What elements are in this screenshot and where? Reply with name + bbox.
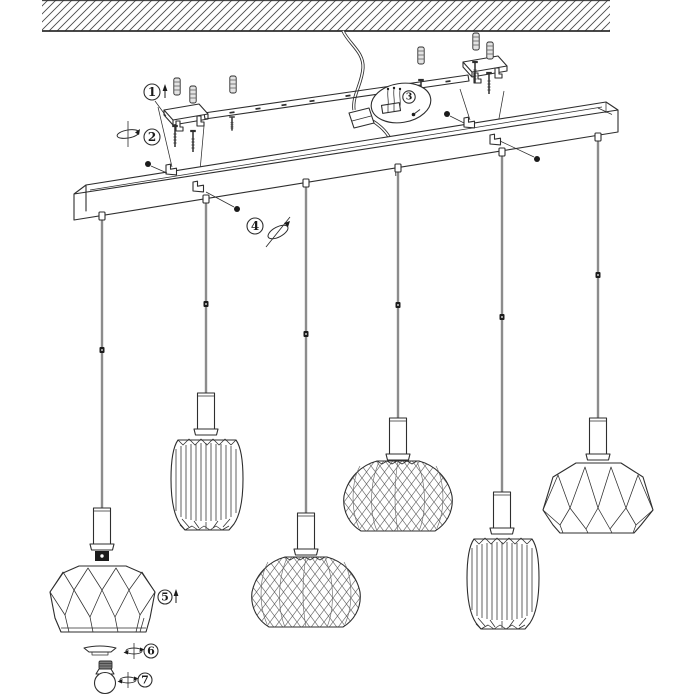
cord-grip xyxy=(202,194,210,204)
shade-ring xyxy=(83,645,117,656)
pendant-socket xyxy=(193,392,219,436)
callout-5-number: 5 xyxy=(161,591,169,604)
suspension-cords xyxy=(98,132,602,513)
cord-grip xyxy=(394,163,402,173)
callout-2-number: 2 xyxy=(148,130,156,144)
rotate-icon xyxy=(123,642,145,660)
callout-5: 5 xyxy=(157,588,179,605)
left-mounting-bracket xyxy=(163,103,209,132)
wall-anchor xyxy=(486,41,494,60)
arrow-up-icon xyxy=(162,83,168,99)
pendant-shade-pleated-ball xyxy=(343,460,453,532)
cord-grip xyxy=(302,178,310,188)
callout-3: 3 xyxy=(402,90,416,104)
cord-grip xyxy=(498,147,506,157)
pendant-socket xyxy=(585,417,611,461)
wall-anchors xyxy=(173,32,494,104)
assembly-guide-lines xyxy=(154,88,505,183)
cable-connector xyxy=(348,107,375,129)
pendant-5 xyxy=(466,491,540,630)
pendant-shade-pleated-barrel xyxy=(170,438,244,531)
hook-screw xyxy=(444,111,450,117)
cord-stopper xyxy=(303,331,309,337)
mounting-screw xyxy=(485,71,493,96)
arrow-up-icon xyxy=(173,588,179,604)
right-mounting-bracket xyxy=(462,55,508,84)
pendant-1 xyxy=(49,507,156,633)
pendant-shade-pleated-ball xyxy=(251,556,361,628)
ceiling xyxy=(42,0,610,32)
ceiling-hatch xyxy=(42,0,610,31)
cord-stopper xyxy=(595,272,601,278)
callout-1-number: 1 xyxy=(148,85,156,99)
cord-stopper xyxy=(499,314,505,320)
callout-3-number: 3 xyxy=(406,92,413,103)
pendant-4 xyxy=(343,417,453,532)
rotate-icon xyxy=(265,216,291,248)
pendant-6 xyxy=(542,417,654,534)
terminal-screw-icon xyxy=(411,109,421,117)
hook-screw xyxy=(145,161,151,167)
terminal-block xyxy=(380,86,402,114)
hook-screws xyxy=(145,111,540,212)
pendant-2 xyxy=(170,392,244,531)
bulb-row: 7 xyxy=(93,660,153,695)
callout-2: 2 xyxy=(116,121,161,147)
canopy-rail xyxy=(73,101,619,221)
cord-stopper xyxy=(395,302,401,308)
rotate-icon xyxy=(117,671,139,689)
pendant-socket xyxy=(489,491,515,535)
pendant-shade-faceted xyxy=(542,462,654,534)
mounting-screw xyxy=(228,115,236,132)
hook-screw xyxy=(534,156,540,162)
callout-7: 7 xyxy=(137,672,153,688)
wall-anchor xyxy=(472,32,480,51)
pendant-socket xyxy=(293,512,319,556)
rotate-icon xyxy=(116,121,140,147)
pendant-socket xyxy=(89,507,115,551)
wall-anchor xyxy=(189,85,197,104)
callout-6: 6 xyxy=(143,643,159,659)
cord-grip xyxy=(98,211,106,221)
callout-4-number: 4 xyxy=(251,219,259,233)
wall-anchor xyxy=(417,46,425,65)
cord-stopper xyxy=(99,347,105,353)
pendant-3 xyxy=(251,512,361,628)
pendant-socket xyxy=(385,417,411,461)
mounting-screw xyxy=(189,129,197,154)
shade-ring-row: 6 xyxy=(83,642,159,660)
cord-stopper xyxy=(203,301,209,307)
wall-anchor xyxy=(229,75,237,94)
cord-grip xyxy=(594,132,602,142)
wall-anchor xyxy=(173,77,181,96)
wiring-detail-bubble: 3 xyxy=(370,82,432,124)
hook-screw xyxy=(234,206,240,212)
pendant-shade-pleated-barrel xyxy=(466,537,540,630)
canopy-hook xyxy=(165,163,178,176)
callout-1: 1 xyxy=(143,83,168,101)
pendant-shade-faceted xyxy=(49,565,156,633)
callout-4: 4 xyxy=(246,216,291,248)
light-bulb xyxy=(93,660,117,695)
callout-6-number: 6 xyxy=(147,645,155,658)
callout-7-number: 7 xyxy=(141,674,149,687)
